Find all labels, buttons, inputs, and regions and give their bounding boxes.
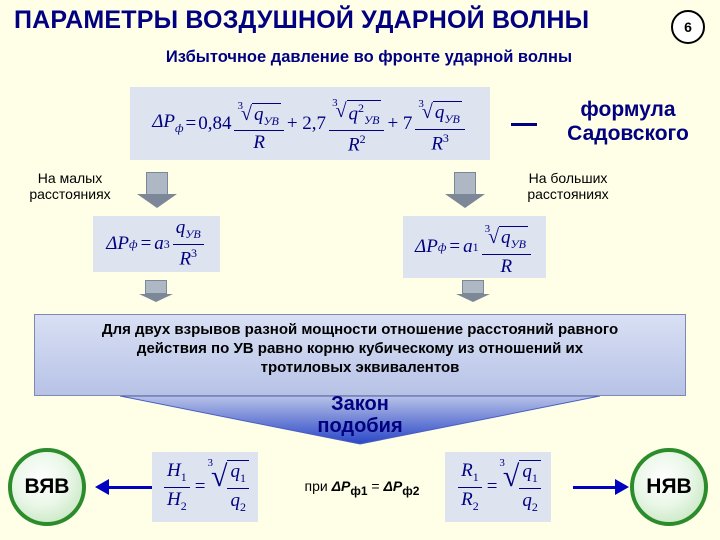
r-ratio-formula: R1 R2 = 3√ q1 q2 bbox=[445, 452, 551, 522]
similarity-law-box bbox=[34, 314, 686, 396]
formula-term-2: 3√q2УВ R2 bbox=[329, 90, 385, 156]
large-distance-label: На больших расстояниях bbox=[527, 170, 609, 202]
large-distance-fraction: 3√qУВ R bbox=[481, 216, 531, 278]
sadovsky-formula: ΔPф = 0,84 3√qУВ R + 2,7 3√q2УВ R2 + 7 3… bbox=[130, 87, 490, 160]
arrow-down-small-left-icon bbox=[139, 280, 173, 302]
arrow-down-left-icon bbox=[137, 172, 177, 208]
arrow-down-small-right-icon bbox=[456, 280, 490, 302]
formula-term-1: 3√qУВ R bbox=[234, 93, 284, 155]
formula-lhs: ΔPф bbox=[152, 111, 184, 135]
page-subtitle: Избыточное давление во фронте ударной во… bbox=[165, 48, 573, 66]
formula-term-3: 3√qУВ R3 bbox=[415, 91, 465, 155]
formula-coef-2: + 2,7 bbox=[286, 112, 327, 134]
formula-equals: = bbox=[185, 112, 197, 134]
small-distance-fraction: qУВ R3 bbox=[172, 217, 204, 270]
similarity-law-title: Закон подобия bbox=[317, 393, 403, 437]
formula-coef-1: 0,84 bbox=[198, 112, 232, 134]
formula-dash-connector bbox=[511, 123, 537, 126]
h-ratio-formula: H1 H2 = 3√ q1 q2 bbox=[152, 452, 258, 522]
arrow-down-right-icon bbox=[445, 172, 485, 208]
slide-number-badge: 6 bbox=[671, 10, 705, 44]
formula-coef-3: + 7 bbox=[387, 112, 413, 134]
nyav-circle: НЯВ bbox=[630, 448, 708, 526]
arrow-right-icon bbox=[573, 479, 629, 495]
similarity-law-text: Для двух взрывов разной мощности отношен… bbox=[101, 321, 619, 376]
small-distance-label: На малых расстояниях bbox=[29, 170, 111, 202]
condition-text: при ΔPф1 = ΔPф2 bbox=[304, 478, 420, 498]
arrow-left-icon bbox=[95, 479, 153, 495]
sadovsky-label: формула Садовского bbox=[567, 98, 689, 145]
page-title: ПАРАМЕТРЫ ВОЗДУШНОЙ УДАРНОЙ ВОЛНЫ bbox=[14, 6, 590, 34]
vyav-circle: ВЯВ bbox=[8, 448, 86, 526]
big-down-arrow-icon bbox=[120, 396, 600, 445]
